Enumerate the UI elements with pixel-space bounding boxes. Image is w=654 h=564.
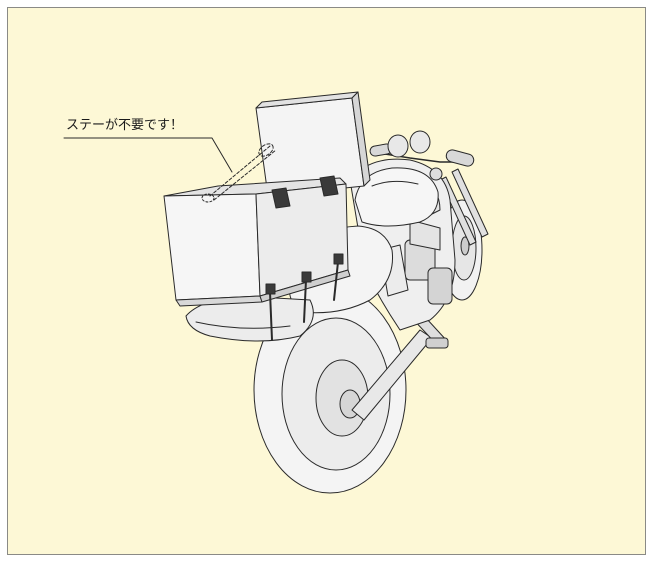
top-box bbox=[163, 91, 371, 307]
tie-down-straps bbox=[265, 253, 344, 341]
fuel-tank bbox=[354, 167, 439, 227]
handlebar bbox=[369, 130, 475, 181]
callout-text: ステーが不要です！ bbox=[66, 118, 184, 133]
callout-leader bbox=[63, 137, 233, 173]
